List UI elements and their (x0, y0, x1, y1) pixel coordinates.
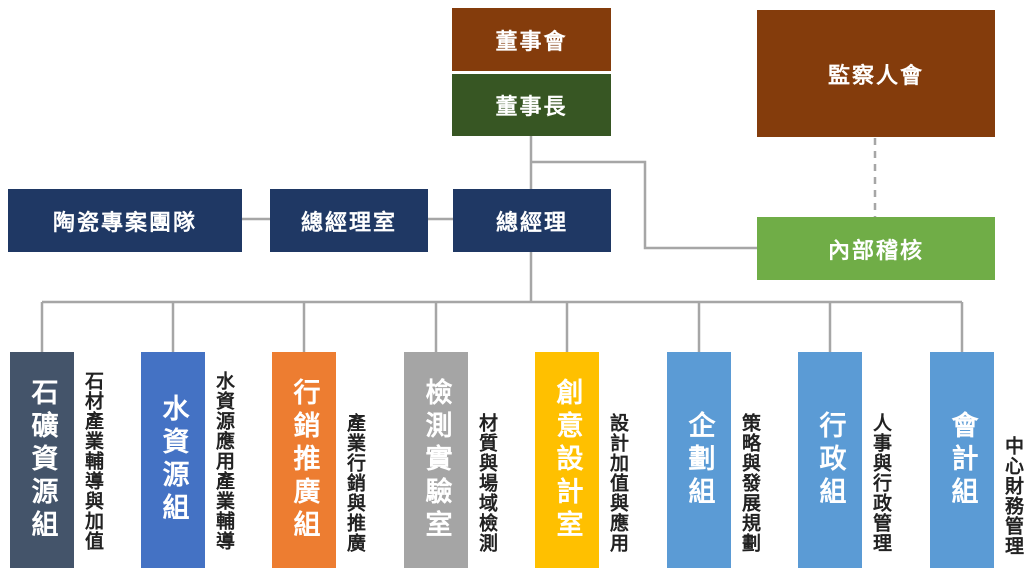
ceramics-team-label: 陶瓷專案團隊 (52, 210, 197, 236)
internal-audit-box: 內部稽核 (757, 217, 995, 280)
general-manager-label: 總經理 (495, 210, 568, 236)
ceramics-team-box: 陶瓷專案團隊 (8, 189, 242, 252)
department-description: 材質與場域檢測 (476, 413, 498, 553)
department-name: 會計組 (946, 410, 978, 510)
department-name: 水資源組 (157, 394, 189, 526)
department-name: 企劃組 (683, 410, 715, 510)
department-description: 水資源應用產業輔導 (213, 371, 235, 551)
department-box: 石礦資源組 (10, 352, 74, 568)
supervisors-label: 監察人會 (827, 63, 924, 89)
department-description: 石材產業輔導與加值 (82, 371, 104, 551)
department-box: 會計組 (930, 352, 994, 568)
department-name: 石礦資源組 (26, 377, 58, 543)
supervisors-box: 監察人會 (757, 10, 995, 137)
board-of-directors-box: 董事會 (452, 8, 611, 71)
audit-connector (531, 160, 757, 250)
department-box: 行銷推廣組 (272, 352, 336, 568)
department-box: 創意設計室 (535, 352, 599, 568)
department-name: 創意設計室 (551, 377, 583, 543)
internal-audit-label: 內部稽核 (827, 238, 924, 264)
chairman-box: 董事長 (452, 74, 611, 136)
chairman-label: 董事長 (495, 95, 568, 120)
general-manager-box: 總經理 (453, 189, 611, 252)
department-name: 檢測實驗室 (420, 377, 452, 543)
department-description: 產業行銷與推廣 (344, 413, 366, 553)
department-box: 水資源組 (141, 352, 205, 568)
gm-office-label: 總經理室 (300, 210, 397, 236)
department-name: 行政組 (814, 410, 846, 510)
department-box: 行政組 (798, 352, 862, 568)
department-description: 策略與發展規劃 (739, 413, 761, 553)
department-name: 行銷推廣組 (288, 377, 320, 543)
department-description: 設計加值與應用 (607, 413, 629, 553)
gm-office-box: 總經理室 (270, 189, 428, 252)
department-box: 檢測實驗室 (404, 352, 468, 568)
department-description: 中心財務管理 (1002, 436, 1024, 556)
department-box: 企劃組 (667, 352, 731, 568)
department-description: 人事與行政管理 (870, 413, 892, 553)
board-label: 董事會 (495, 29, 568, 55)
